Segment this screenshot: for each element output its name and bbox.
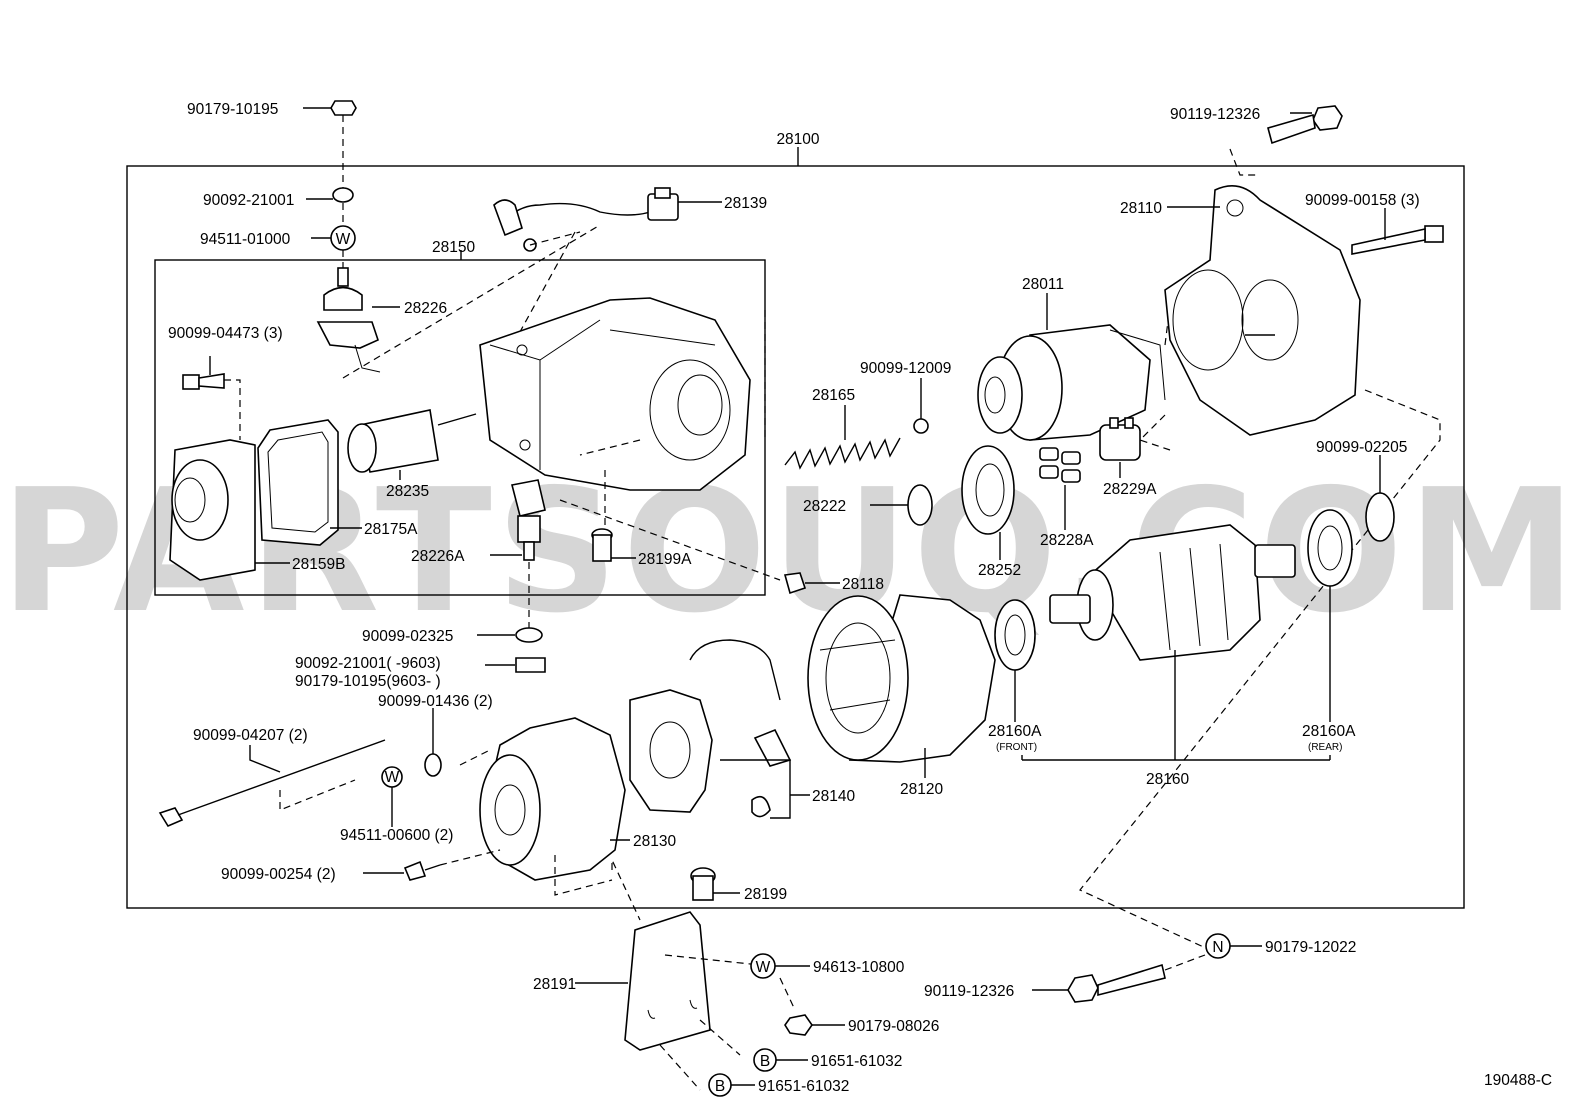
label-28199: 28199 [744, 886, 787, 903]
label-28226: 28226 [404, 300, 447, 317]
label-94511-00600: 94511-00600 (2) [340, 827, 453, 844]
label-28199A: 28199A [638, 551, 692, 568]
part-28160-armature [1049, 524, 1296, 661]
washer-90099-02325 [515, 627, 543, 643]
assembly-frame-28100 [126, 165, 1465, 909]
part-28140-brush-holder [629, 639, 792, 818]
part-28226A-terminal [511, 479, 546, 561]
label-28118: 28118 [842, 576, 884, 593]
diagram-code: 190488-C [1484, 1072, 1552, 1089]
label-28011: 28011 [1022, 276, 1064, 293]
label-28120: 28120 [900, 781, 943, 798]
label-91651-61032-a: 91651-61032 [811, 1053, 902, 1070]
screw-90099-04473 [182, 373, 225, 390]
label-28140: 28140 [812, 788, 855, 805]
part-28159B-cover [169, 439, 256, 581]
label-28150: 28150 [432, 239, 475, 256]
label-90099-04473: 90099-04473 (3) [168, 325, 283, 342]
label-90099-12009: 90099-12009 [860, 360, 951, 377]
badge-w-94613-10800: W [756, 959, 771, 976]
part-28199-screw [690, 867, 716, 901]
nut-90179-08026 [784, 1014, 813, 1036]
part-28160A-rear-bearing [1307, 509, 1353, 587]
label-28222: 28222 [803, 498, 846, 515]
part-28130-end-frame [479, 717, 626, 881]
bolt-90099-04207 [158, 739, 386, 828]
part-28118-plug [783, 572, 807, 595]
screw-90099-00254 [403, 860, 441, 881]
label-28226A: 28226A [411, 548, 465, 565]
part-28235-plunger [347, 409, 477, 473]
label-28191: 28191 [533, 976, 576, 993]
part-28252-gear [961, 445, 1015, 535]
label-90179-08026: 90179-08026 [848, 1018, 939, 1035]
label-90092-21001-top: 90092-21001 [203, 192, 294, 209]
bolt-90099-00158 [1351, 225, 1444, 255]
label-28160A-rear: 28160A [1302, 723, 1356, 740]
part-28011-clutch [977, 324, 1166, 441]
label-91651-61032-b: 91651-61032 [758, 1078, 849, 1095]
part-28199A-screw [591, 528, 613, 562]
subassembly-frame-28150 [154, 259, 766, 596]
label-28130: 28130 [633, 833, 676, 850]
label-28175A: 28175A [364, 521, 418, 538]
part-28120-yoke [807, 594, 996, 763]
part-28228A-rollers [1039, 447, 1081, 483]
badge-w-94511-01000: W [336, 231, 351, 248]
label-90099-00254: 90099-00254 (2) [221, 866, 336, 883]
label-90179-10195-mid: 90179-10195(9603- ) [295, 673, 441, 690]
label-rear-note: (REAR) [1308, 742, 1342, 753]
label-28235: 28235 [386, 483, 429, 500]
label-90099-04207: 90099-04207 (2) [193, 727, 308, 744]
part-28110-housing [1164, 184, 1361, 436]
ball-90099-12009 [913, 418, 929, 434]
bolt-90119-12326-top [1267, 105, 1343, 145]
label-90099-02325: 90099-02325 [362, 628, 453, 645]
part-28160A-front-bearing [994, 599, 1036, 671]
part-28222-washer [907, 484, 933, 526]
bolt-90119-12326-bottom [1067, 963, 1166, 1003]
label-28229A: 28229A [1103, 481, 1157, 498]
label-90099-01436: 90099-01436 (2) [378, 693, 493, 710]
part-28165-spring [784, 437, 901, 470]
label-28100: 28100 [776, 131, 819, 148]
badge-n-90179-12022: N [1212, 939, 1223, 956]
label-94613-10800: 94613-10800 [813, 959, 905, 976]
label-90119-12326-top: 90119-12326 [1170, 106, 1260, 123]
label-28228A: 28228A [1040, 532, 1094, 549]
label-28139: 28139 [724, 195, 767, 212]
part-28229A-retainer [1099, 417, 1141, 461]
label-90179-10195-top: 90179-10195 [187, 101, 278, 118]
label-28165: 28165 [812, 387, 855, 404]
label-front-note: (FRONT) [996, 742, 1037, 753]
label-94511-01000: 94511-01000 [200, 231, 291, 248]
badge-b-91651-b: B [715, 1078, 725, 1095]
label-90179-12022: 90179-12022 [1265, 939, 1356, 956]
label-28160: 28160 [1146, 771, 1189, 788]
label-90119-12326-bottom: 90119-12326 [924, 983, 1014, 1000]
part-solenoid-housing [479, 297, 751, 491]
part-28191-bracket [624, 911, 711, 1051]
label-28252: 28252 [978, 562, 1021, 579]
part-28175A-gasket [257, 419, 339, 546]
label-28110: 28110 [1120, 200, 1162, 217]
label-90099-00158: 90099-00158 (3) [1305, 192, 1420, 209]
label-28159B: 28159B [292, 556, 345, 573]
part-28139-lead-wire [493, 187, 679, 252]
badge-b-91651-a: B [760, 1053, 770, 1070]
label-28160A-front: 28160A [988, 723, 1042, 740]
nut-90092-21001 [515, 657, 546, 673]
washer-90099-02205 [1365, 492, 1395, 542]
label-90099-02205: 90099-02205 [1316, 439, 1407, 456]
part-28226-terminal [316, 267, 381, 373]
washer-90099-01436 [424, 753, 442, 777]
label-90092-21001-mid: 90092-21001( -9603) [295, 655, 441, 672]
badge-w-94511-00600: W [385, 769, 400, 786]
